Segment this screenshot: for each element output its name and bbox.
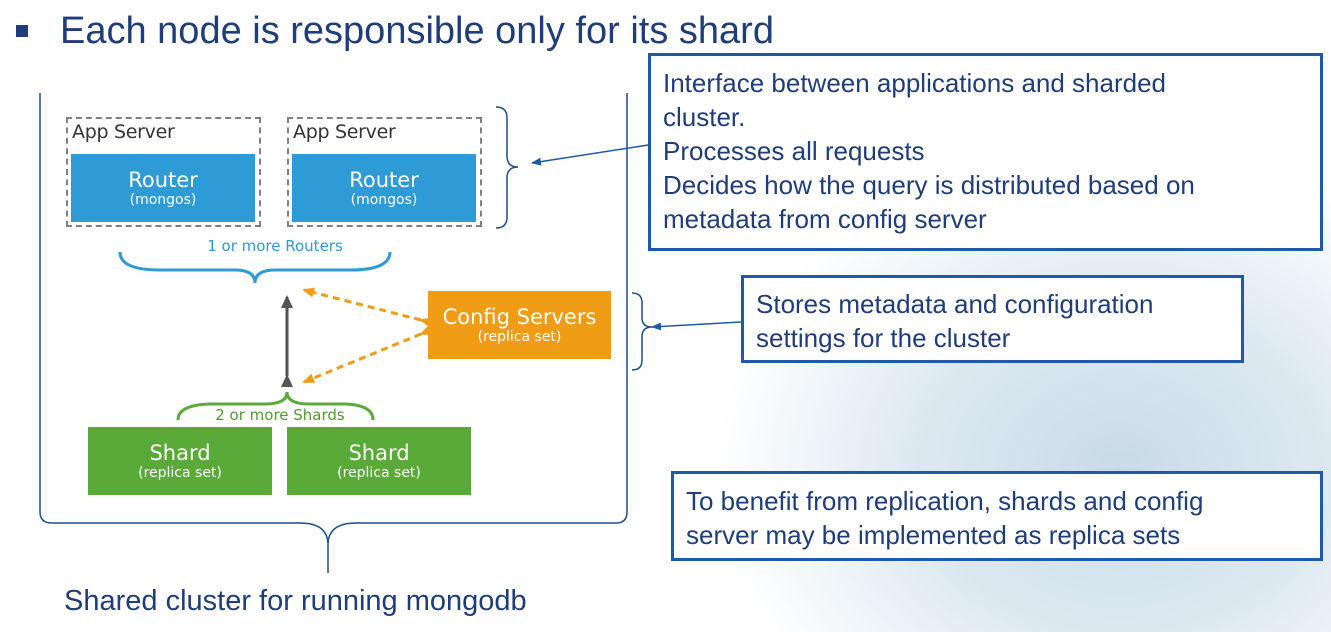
router-callout-line-5: metadata from config server [663, 204, 987, 234]
router-title: Router [349, 168, 419, 192]
config-title: Config Servers [442, 305, 597, 329]
routers-brace-label: 1 or more Routers [207, 237, 343, 255]
shard-title: Shard [348, 441, 410, 465]
shard-box-1: Shard (replica set) [88, 427, 272, 495]
router-callout-line-4: Decides how the query is distributed bas… [663, 170, 1195, 200]
config-subtitle: (replica set) [477, 329, 562, 345]
shards-brace-label: 2 or more Shards [215, 406, 345, 424]
router-callout-line-2: cluster. [663, 102, 746, 132]
router-subtitle: (mongos) [129, 192, 197, 208]
shard-subtitle: (replica set) [138, 465, 222, 481]
router-callout-line-3: Processes all requests [663, 136, 925, 166]
routers-bracket [495, 106, 519, 229]
router-box-1: Router (mongos) [71, 154, 255, 222]
shard-subtitle: (replica set) [337, 465, 421, 481]
replication-callout-line-2: server may be implemented as replica set… [686, 520, 1181, 550]
config-router-arrow [302, 287, 432, 328]
config-servers-box: Config Servers (replica set) [428, 291, 611, 359]
shards-brace [176, 391, 375, 421]
shard-box-2: Shard (replica set) [287, 427, 471, 495]
routers-brace [118, 251, 392, 284]
router-box-2: Router (mongos) [292, 154, 476, 222]
app-server-1: App Server Router (mongos) [66, 117, 261, 227]
app-server-label: App Server [72, 121, 175, 143]
router-callout-arrow [531, 142, 662, 166]
heading-text: Each node is responsible only for its sh… [60, 9, 774, 52]
config-bracket [631, 292, 653, 371]
app-server-label: App Server [293, 121, 396, 143]
router-callout-line-1: Interface between applications and shard… [663, 68, 1167, 98]
cluster-caption: Shared cluster for running mongodb [64, 585, 527, 617]
cluster-bracket [39, 93, 628, 573]
config-callout-line-1: Stores metadata and configuration [756, 289, 1154, 319]
config-callout-line-2: settings for the cluster [756, 323, 1011, 353]
slide-heading: Each node is responsible only for its sh… [0, 6, 1000, 56]
config-callout: Stores metadata and configuration settin… [741, 275, 1244, 363]
router-subtitle: (mongos) [350, 192, 418, 208]
config-shard-arrow [302, 325, 433, 384]
bullet-icon [16, 25, 28, 37]
shard-title: Shard [149, 441, 211, 465]
router-title: Router [128, 168, 198, 192]
app-server-2: App Server Router (mongos) [287, 117, 482, 227]
replication-callout-line-1: To benefit from replication, shards and … [686, 486, 1204, 516]
router-callout: Interface between applications and shard… [648, 53, 1323, 251]
config-callout-arrow [651, 321, 742, 331]
replication-callout: To benefit from replication, shards and … [671, 471, 1323, 561]
